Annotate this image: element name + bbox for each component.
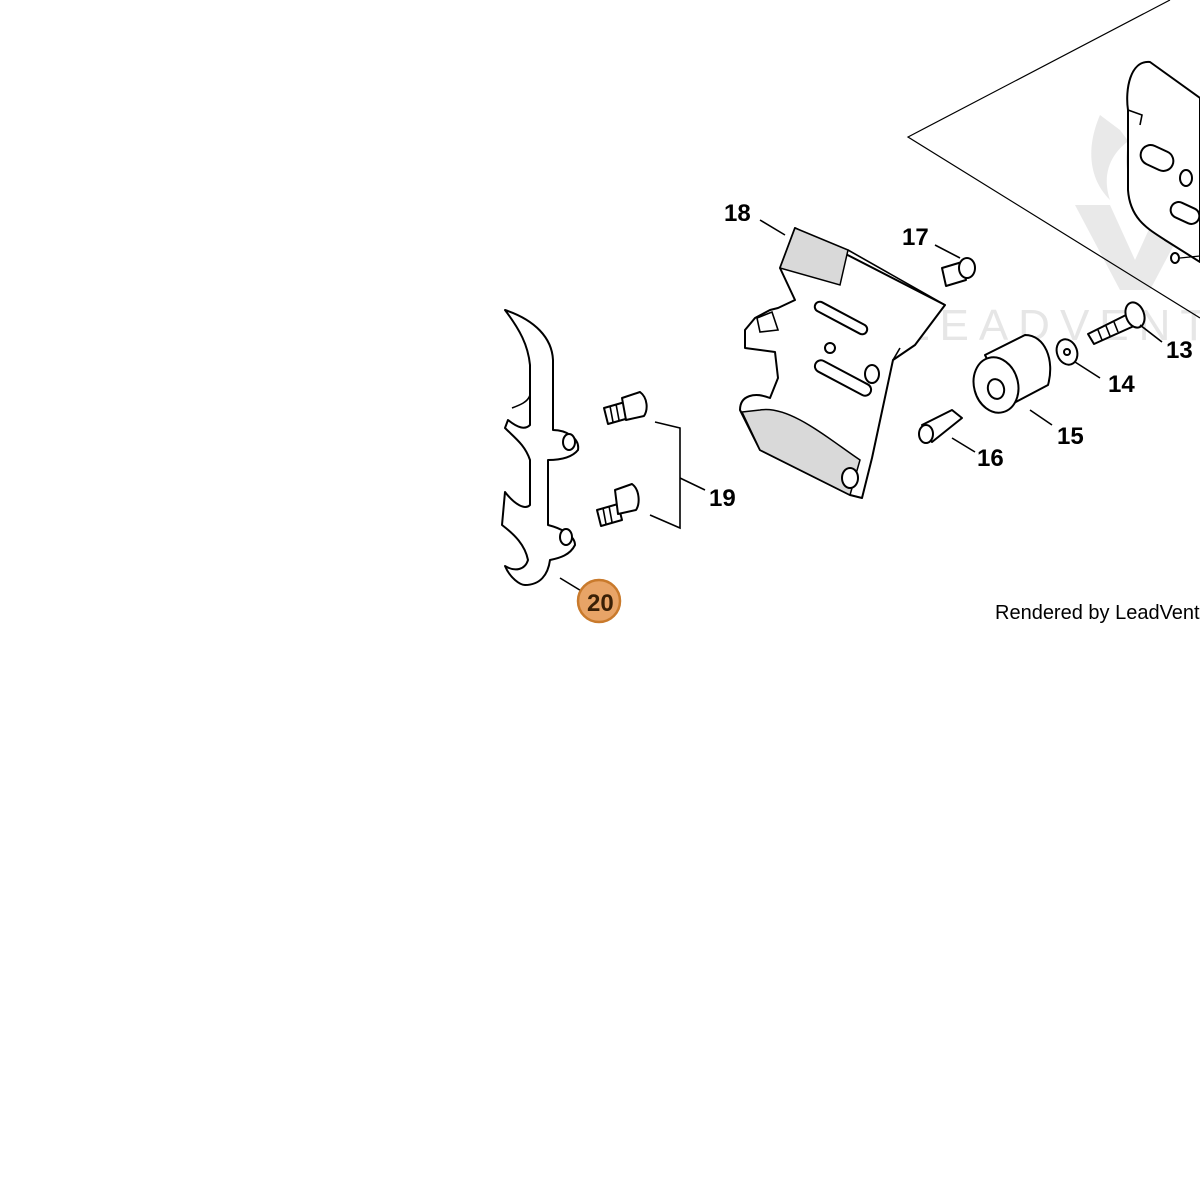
render-credit: Rendered by LeadVenture [995,602,1200,624]
part-19-screw-upper [603,391,648,425]
part-14-washer [1055,338,1079,366]
callout-17: 17 [902,224,929,251]
part-13-bolt [1087,301,1146,345]
callout-18: 18 [724,200,751,227]
callout-14: 14 [1108,371,1135,398]
part-19-screw-lower [596,483,640,527]
highlight-circle [576,578,622,624]
watermark-text: LEADVENT [905,301,1200,350]
callout-labels: 18 17 13 14 15 16 19 20 [576,200,1193,624]
part-20-bumper-spike [501,309,580,586]
callout-15: 15 [1057,423,1084,450]
callout-19: 19 [709,485,736,512]
assembly-frame [906,0,1200,319]
part-17-screw [941,257,976,287]
leader-lines [559,219,1163,593]
guide-bar [1126,60,1200,264]
callout-20-highlight[interactable]: 20 [576,578,622,624]
callout-20: 20 [587,590,614,617]
callout-13: 13 [1166,337,1193,364]
part-15-spacer [972,334,1052,414]
part-16-pin [918,409,963,444]
callout-16: 16 [977,445,1004,472]
part-18-cover-plate [739,227,946,499]
